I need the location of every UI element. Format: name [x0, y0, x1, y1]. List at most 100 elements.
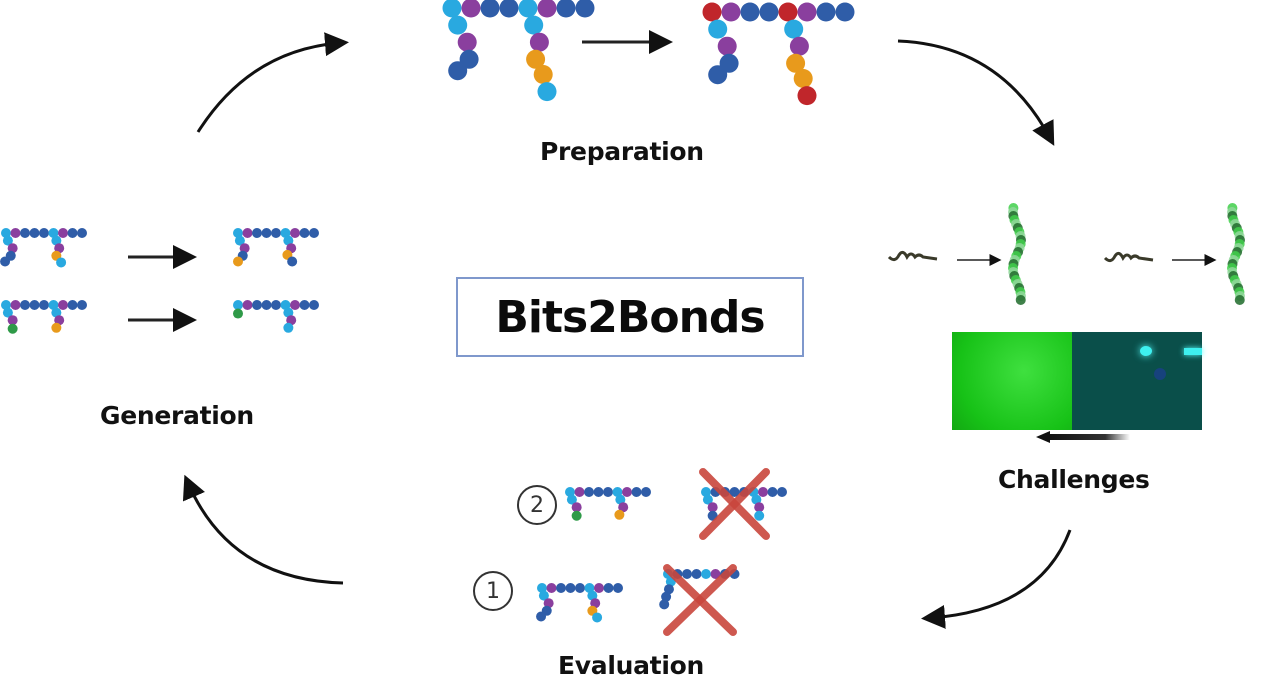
- residue-bead: [448, 15, 468, 35]
- residue-bead: [290, 228, 300, 238]
- residue-bead: [252, 300, 262, 310]
- residue-bead: [0, 256, 11, 267]
- residue-bead: [708, 65, 728, 85]
- residue-bead: [571, 510, 582, 521]
- residue-bead: [480, 0, 500, 18]
- residue-bead: [299, 300, 310, 310]
- residue-bead: [242, 300, 253, 310]
- residue-bead: [659, 599, 670, 610]
- residue-bead: [603, 487, 613, 497]
- stage-label-generation: Generation: [100, 401, 254, 430]
- residue-bead: [48, 300, 59, 310]
- residue-bead: [622, 487, 632, 497]
- residue-bead: [290, 300, 300, 310]
- evaluation-step-1-badge: 1: [473, 571, 513, 611]
- residue-bead: [51, 235, 62, 246]
- residue-bead: [603, 583, 614, 593]
- residue-bead: [448, 61, 468, 81]
- cycle-arrow-generation-to-preparation: [196, 32, 349, 133]
- residue-bead: [777, 487, 787, 497]
- molecule-layer: [0, 0, 855, 623]
- residue-bead: [287, 256, 298, 267]
- residue-bead: [29, 228, 40, 238]
- ligand-icon: [1103, 251, 1154, 263]
- residue-bead: [39, 300, 49, 310]
- residue-bead: [51, 307, 62, 318]
- residue-bead: [556, 0, 576, 18]
- residue-bead: [280, 228, 291, 238]
- challenge-dark-panel: [1072, 332, 1202, 430]
- residue-bead: [233, 308, 243, 319]
- residue-bead: [754, 502, 765, 513]
- residue-bead: [613, 583, 623, 593]
- residue-bead: [526, 49, 546, 69]
- residue-bead: [663, 584, 674, 595]
- residue-bead: [767, 487, 778, 497]
- residue-bead: [271, 228, 281, 238]
- fluorescence-dim-spot: [1154, 368, 1166, 380]
- stage-label-preparation: Preparation: [540, 137, 704, 166]
- residue-bead: [729, 487, 740, 497]
- residue-bead: [533, 65, 553, 84]
- residue-bead: [618, 502, 629, 513]
- step-number: 2: [530, 492, 544, 518]
- reject-cross-icon: [663, 564, 737, 636]
- residue-bead: [566, 494, 577, 505]
- residue-bead: [7, 315, 18, 326]
- residue-bead: [592, 612, 603, 623]
- residue-bead: [299, 228, 310, 238]
- peptide-molecule-icon: [0, 228, 87, 268]
- residue-bead: [740, 2, 760, 22]
- residue-bead: [233, 228, 243, 238]
- fluorescence-spot: [1140, 346, 1152, 356]
- residue-bead: [631, 487, 642, 497]
- residue-bead: [54, 243, 65, 254]
- residue-bead: [283, 235, 294, 246]
- diagram-title: Bits2Bonds: [495, 291, 765, 343]
- residue-bead: [701, 569, 711, 579]
- residue-bead: [261, 300, 272, 310]
- peptide-molecule-icon: [233, 300, 319, 333]
- cycle-arrow-challenges-to-evaluation: [921, 529, 1072, 629]
- step-number: 1: [486, 578, 500, 604]
- residue-bead: [252, 228, 262, 238]
- residue-bead: [286, 315, 297, 326]
- residue-bead: [708, 19, 728, 39]
- residue-bead: [280, 300, 291, 310]
- residue-bead: [309, 300, 319, 310]
- residue-bead: [309, 228, 319, 238]
- reject-cross-layer: [663, 468, 770, 636]
- residue-bead: [234, 235, 245, 246]
- residue-bead: [593, 487, 604, 497]
- residue-bead: [587, 590, 598, 601]
- residue-bead: [721, 2, 741, 22]
- residue-bead: [575, 583, 585, 593]
- title-box: Bits2Bonds: [456, 277, 804, 357]
- residue-bead: [751, 494, 762, 505]
- residue-bead: [575, 0, 595, 18]
- peptide-molecule-icon: [536, 583, 623, 623]
- residue-bead: [461, 0, 481, 18]
- cycle-arrow-evaluation-to-generation: [182, 474, 344, 585]
- residue-bead: [529, 32, 549, 52]
- peptide-molecule-icon: [702, 2, 855, 106]
- evaluation-step-2-badge: 2: [517, 485, 557, 525]
- cycle-arrow-preparation-to-challenges: [897, 39, 1055, 146]
- residue-bead: [691, 569, 702, 579]
- protein-helix-icon: [1008, 203, 1026, 305]
- residue-bead: [1, 228, 11, 238]
- residue-bead: [612, 487, 623, 497]
- peptide-molecule-icon: [565, 487, 651, 521]
- residue-bead: [565, 583, 576, 593]
- residue-bead: [67, 300, 78, 310]
- residue-bead: [2, 307, 13, 318]
- residue-bead: [10, 228, 21, 238]
- residue-bead: [707, 502, 718, 513]
- residue-bead: [594, 583, 604, 593]
- residue-bead: [537, 82, 557, 102]
- residue-bead: [20, 228, 30, 238]
- residue-bead: [615, 494, 626, 505]
- residue-bead: [537, 0, 557, 18]
- residue-bead: [283, 307, 294, 318]
